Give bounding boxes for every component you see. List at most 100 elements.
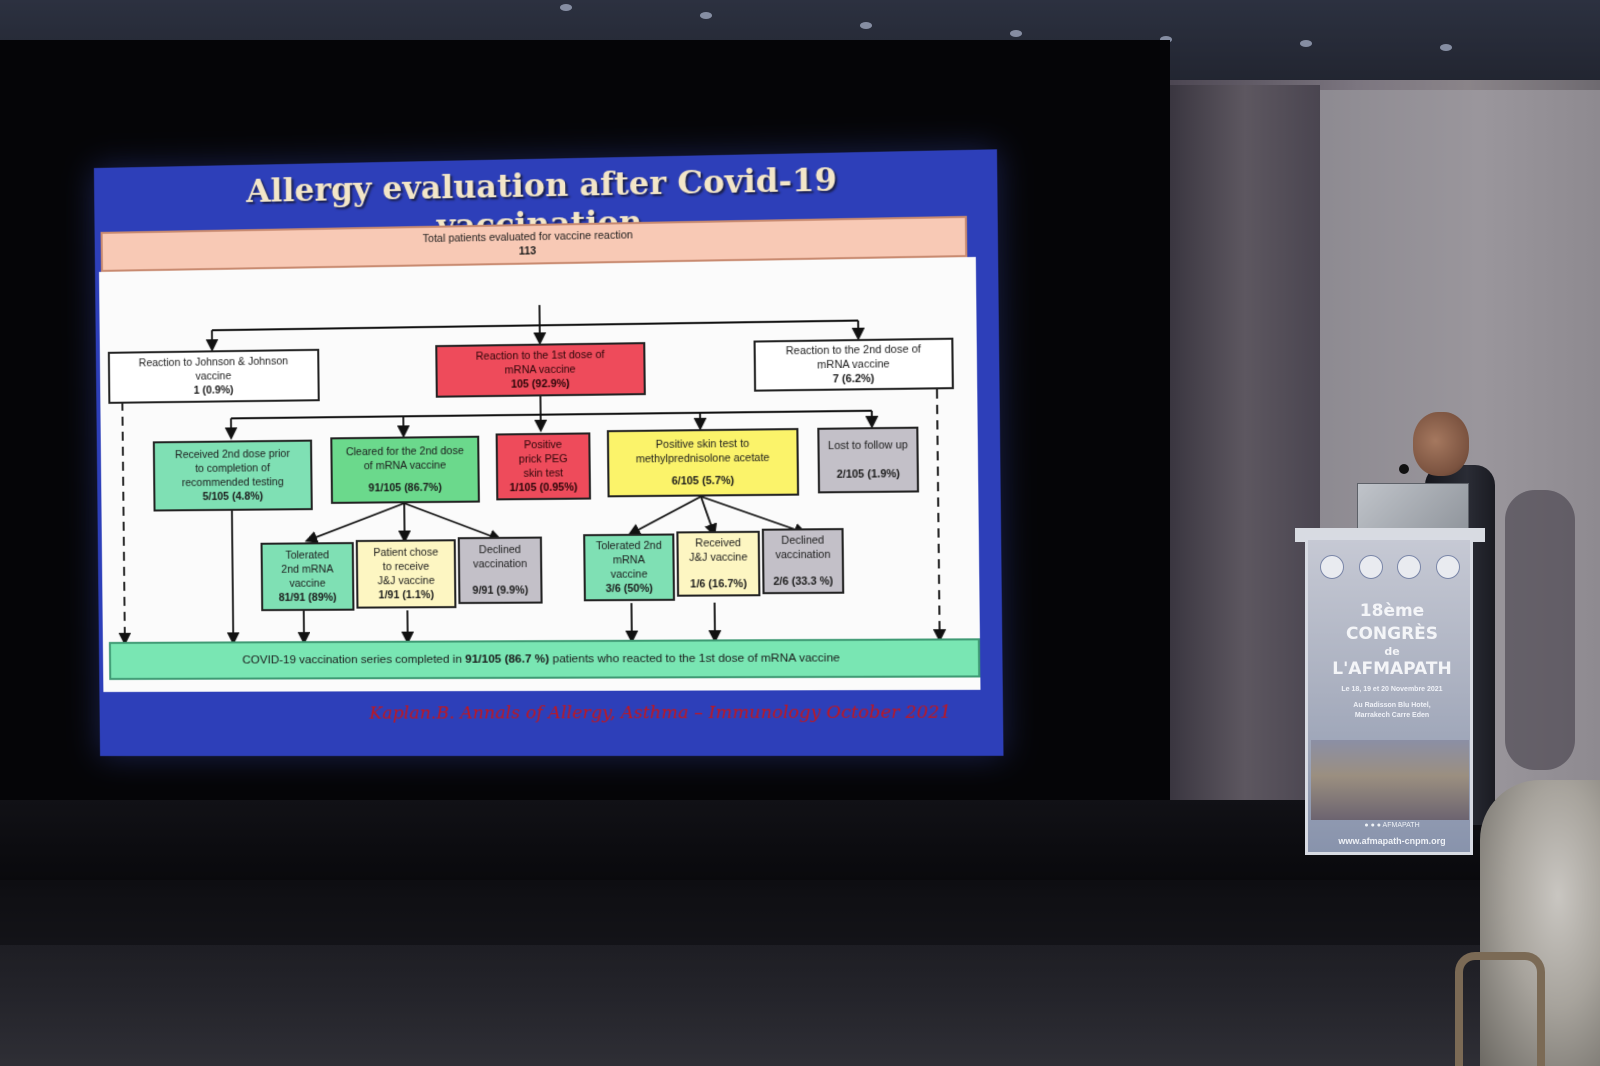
sponsor-logo-icon xyxy=(1397,555,1422,579)
node-text: Received 2nd dose prior xyxy=(175,447,290,462)
laptop xyxy=(1357,483,1469,535)
node-text: vaccine xyxy=(289,577,326,590)
chair xyxy=(1455,952,1545,1066)
node-value: 91/105 (86.7 %) xyxy=(465,653,550,666)
podium-social-handle: AFMAPATH xyxy=(1382,822,1420,829)
node-text: Positive xyxy=(524,438,563,452)
node-text: 2nd mRNA xyxy=(281,563,334,576)
node-value: 3/6 (50%) xyxy=(605,582,653,596)
slide-citation: Kaplan.B. Annals of Allergy, Asthma – Im… xyxy=(369,702,952,724)
node-text: Declined xyxy=(781,534,825,547)
ceiling-light xyxy=(1440,44,1452,51)
node-value: 1/105 (0.95%) xyxy=(509,481,578,495)
flowchart-connectors xyxy=(99,257,980,692)
node-tolerated-second-mrna-b: Tolerated 2nd mRNA vaccine 3/6 (50%) xyxy=(583,533,676,602)
node-tolerated-second-mrna: Tolerated 2nd mRNA vaccine 81/91 (89%) xyxy=(260,542,355,612)
podium-url: www.afmapath-cnpm.org xyxy=(1338,836,1446,846)
node-lost-to-follow-up: Lost to follow up 2/105 (1.9%) xyxy=(817,426,920,494)
twitter-icon: ● xyxy=(1370,822,1375,829)
node-value: 5/105 (4.8%) xyxy=(202,490,264,504)
node-value: 1/6 (16.7%) xyxy=(690,577,747,591)
node-value: 6/105 (5.7%) xyxy=(671,474,735,488)
podium-venue-text: Au Radisson Blu Hotel, xyxy=(1353,702,1431,709)
node-text: Reaction to the 2nd dose of xyxy=(785,343,921,358)
node-text: patients who reacted to the 1st dose of … xyxy=(549,652,840,666)
node-text: methylprednisolone acetate xyxy=(635,451,770,466)
node-text: vaccination xyxy=(473,557,528,571)
node-value: 91/105 (86.7%) xyxy=(368,481,442,495)
node-text: to completion of xyxy=(195,462,270,476)
wall-pillar xyxy=(1170,85,1320,825)
ceiling-light xyxy=(1300,40,1312,47)
node-text: Tolerated 2nd xyxy=(595,539,662,553)
podium-title-line: de xyxy=(1384,645,1400,658)
node-value: 7 (6.2%) xyxy=(832,372,875,386)
node-text: Lost to follow up xyxy=(827,439,908,453)
node-value: 81/91 (89%) xyxy=(278,591,337,605)
projected-slide: Allergy evaluation after Covid-19 vaccin… xyxy=(94,149,1004,756)
ceiling-light xyxy=(1010,30,1022,37)
node-text: of mRNA vaccine xyxy=(363,459,447,473)
node-text: prick PEG xyxy=(518,452,568,466)
ceiling-light xyxy=(1160,36,1172,43)
podium-venue-text: Marrakech Carre Eden xyxy=(1354,712,1430,719)
node-chose-jj: Patient chose to receive J&J vaccine 1/9… xyxy=(355,539,457,609)
node-declined-vaccination-a: Declined vaccination 9/91 (9.9%) xyxy=(457,536,543,605)
node-text: mRNA vaccine xyxy=(817,358,890,372)
node-text: mRNA xyxy=(612,554,646,567)
podium-city-photo xyxy=(1311,740,1469,820)
node-value: 9/91 (9.9%) xyxy=(472,584,529,597)
ceiling-light xyxy=(560,4,572,11)
node-received-jj: Received J&J vaccine 1/6 (16.7%) xyxy=(676,530,761,597)
node-declined-vaccination-b: Declined vaccination 2/6 (33.3 %) xyxy=(761,528,845,595)
node-text: COVID-19 vaccination series completed in xyxy=(242,653,466,667)
node-value: 1/91 (1.1%) xyxy=(378,588,435,602)
node-received-second-dose: Received 2nd dose prior to completion of… xyxy=(152,439,313,512)
node-reaction-first-dose: Reaction to the 1st dose of mRNA vaccine… xyxy=(435,342,646,398)
node-series-completed: COVID-19 vaccination series completed in… xyxy=(108,638,981,680)
ceiling-light xyxy=(860,22,872,29)
facebook-icon: ● xyxy=(1364,822,1369,829)
node-value: 2/6 (33.3 %) xyxy=(773,575,834,588)
node-text: skin test xyxy=(523,467,564,480)
podium-date-text: Le 18, 19 et 20 Novembre 2021 xyxy=(1341,686,1443,693)
node-text: J&J vaccine xyxy=(377,574,435,588)
podium-title-line: L'AFMAPATH xyxy=(1332,659,1452,679)
sponsor-logo-icon xyxy=(1435,555,1460,579)
speaker-head xyxy=(1413,412,1469,476)
node-text: Received xyxy=(695,537,742,550)
node-value: 2/105 (1.9%) xyxy=(836,467,900,481)
podium-date: Le 18, 19 et 20 Novembre 2021 Au Radisso… xyxy=(1312,685,1472,721)
podium-congress-title: 18ème CONGRÈS de L'AFMAPATH xyxy=(1312,600,1472,681)
node-value: 1 (0.9%) xyxy=(193,384,234,397)
node-text: recommended testing xyxy=(181,476,284,490)
node-text: Cleared for the 2nd dose xyxy=(345,444,464,459)
node-text: vaccine xyxy=(610,568,648,581)
node-text: Positive skin test to xyxy=(655,437,750,452)
microphone-icon xyxy=(1399,464,1409,474)
floor-reflection xyxy=(0,945,1600,1066)
node-reaction-jj: Reaction to Johnson & Johnson vaccine 1 … xyxy=(107,348,320,404)
instagram-icon: ● xyxy=(1376,822,1381,829)
node-text: vaccine xyxy=(195,370,232,383)
sponsor-logo-icon xyxy=(1320,555,1344,579)
node-reaction-second-dose: Reaction to the 2nd dose of mRNA vaccine… xyxy=(753,337,954,392)
podium-title-line: 18ème CONGRÈS xyxy=(1345,601,1439,644)
podium-social: ● ● ● AFMAPATH xyxy=(1312,822,1472,829)
podium-logos xyxy=(1320,555,1460,583)
node-text: vaccination xyxy=(775,548,831,562)
flowchart: Total patients evaluated for vaccine rea… xyxy=(99,257,980,692)
node-text: Declined xyxy=(478,543,521,557)
node-text: to receive xyxy=(382,560,430,574)
floor xyxy=(0,880,1600,1066)
node-text: Reaction to Johnson & Johnson xyxy=(138,355,289,370)
node-text: mRNA vaccine xyxy=(504,363,576,377)
node-text: Tolerated xyxy=(285,549,330,562)
node-text: Reaction to the 1st dose of xyxy=(475,348,605,363)
node-text: Patient chose xyxy=(373,546,439,560)
node-value: 105 (92.9%) xyxy=(510,377,570,391)
node-positive-methylprednisolone: Positive skin test to methylprednisolone… xyxy=(606,428,800,498)
node-text: J&J vaccine xyxy=(689,551,748,564)
node-value: 113 xyxy=(518,245,537,258)
